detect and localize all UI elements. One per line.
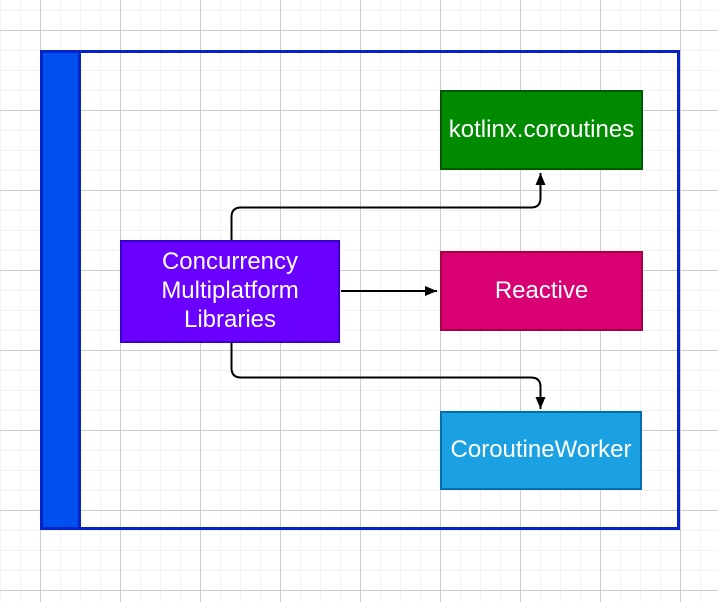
node-label: CoroutineWorker [450, 436, 632, 464]
container-title-bar[interactable] [43, 53, 81, 527]
node-reactive[interactable]: Reactive [440, 251, 643, 331]
node-label: Reactive [494, 276, 589, 304]
node-coroutineworker[interactable]: CoroutineWorker [440, 411, 642, 490]
edge-to-coroutineworker[interactable] [230, 343, 546, 409]
node-concurrency-multiplatform-libraries[interactable]: Concurrency Multiplatform Libraries [120, 240, 340, 343]
node-kotlinx-coroutines[interactable]: kotlinx.coroutines [440, 90, 643, 170]
node-label: kotlinx.coroutines [448, 115, 635, 143]
node-label: Concurrency Multiplatform Libraries [161, 248, 299, 333]
edge-to-kotlinx-coroutines[interactable] [230, 173, 546, 240]
container-frame[interactable] [40, 50, 680, 530]
